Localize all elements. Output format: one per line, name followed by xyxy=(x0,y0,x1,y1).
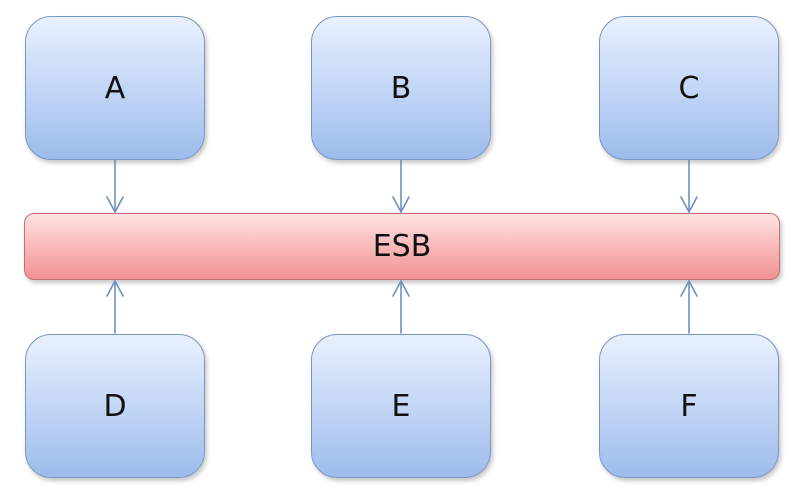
esb-bus: ESB xyxy=(24,213,780,280)
node-d: D xyxy=(25,334,205,478)
arrow-a-to-esb xyxy=(106,159,124,213)
arrow-f-to-esb xyxy=(680,280,698,334)
node-e-label: E xyxy=(391,388,411,424)
node-c: C xyxy=(599,16,779,160)
node-e: E xyxy=(311,334,491,478)
node-c-label: C xyxy=(678,70,700,106)
node-f: F xyxy=(599,334,779,478)
node-a-label: A xyxy=(104,70,126,106)
arrow-c-to-esb xyxy=(680,159,698,213)
node-b-label: B xyxy=(390,70,412,106)
node-b: B xyxy=(311,16,491,160)
arrow-d-to-esb xyxy=(106,280,124,334)
node-a: A xyxy=(25,16,205,160)
esb-bus-label: ESB xyxy=(372,229,432,264)
node-d-label: D xyxy=(103,388,127,424)
node-f-label: F xyxy=(680,388,698,424)
arrow-b-to-esb xyxy=(392,159,410,213)
arrow-e-to-esb xyxy=(392,280,410,334)
